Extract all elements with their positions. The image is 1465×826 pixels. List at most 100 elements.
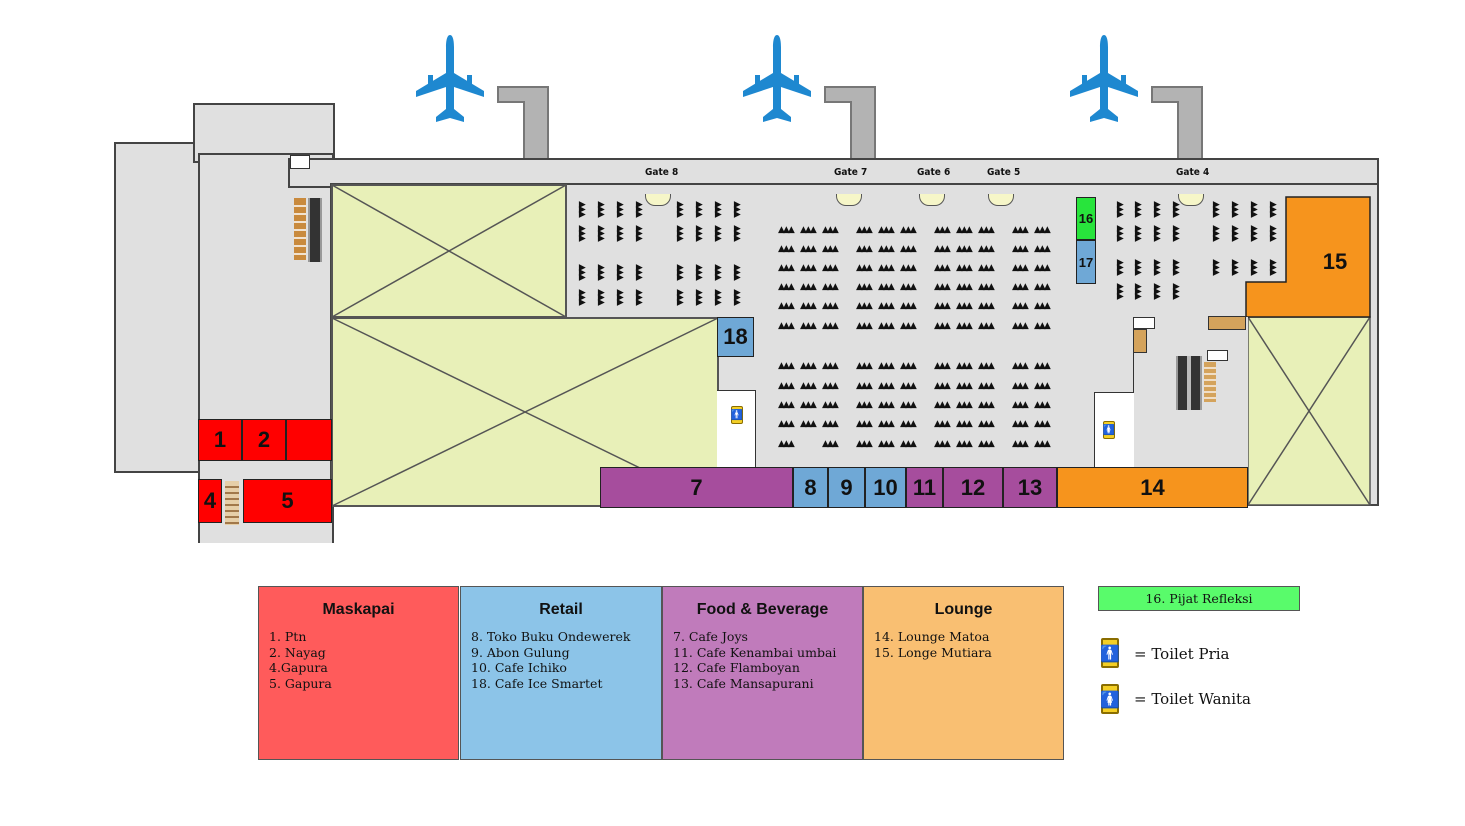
seat-group: ▲▲▲ [1034, 439, 1051, 449]
seat-group: ▲▲▲ [900, 381, 917, 391]
seat-group: ▲▲▲ [878, 439, 895, 449]
seat-group: ▲▲▲ [856, 381, 873, 391]
seat-group: ▲▲▲ [1210, 259, 1221, 274]
seat-group: ▲▲▲ [614, 264, 625, 279]
stairs-icon [1208, 316, 1246, 330]
zone-16[interactable]: 16 [1076, 197, 1096, 240]
seat-group: ▲▲▲ [1132, 201, 1143, 216]
legend-item: 15. Longe Mutiara [874, 644, 992, 660]
seat-group: ▲▲▲ [778, 439, 795, 449]
seat-group: ▲▲▲ [576, 201, 587, 216]
toilet-room-male[interactable] [717, 390, 756, 467]
seat-group: ▲▲▲ [1210, 225, 1221, 240]
legend-item: 13. Cafe Mansapurani [673, 675, 814, 691]
seat-group: ▲▲▲ [731, 264, 742, 279]
seat-group: ▲▲▲ [900, 321, 917, 331]
stairs-icon [1133, 329, 1147, 353]
seat-group: ▲▲▲ [934, 361, 951, 371]
zone-11[interactable]: 11 [906, 467, 943, 508]
seat-group: ▲▲▲ [1012, 381, 1029, 391]
zone-3[interactable] [286, 419, 332, 461]
toilet-male-icon: 🚹 [1100, 638, 1120, 668]
legend-item: 9. Abon Gulung [471, 644, 570, 660]
gate-5-label: Gate 5 [987, 167, 1021, 178]
seat-group: ▲▲▲ [978, 263, 995, 273]
seat-group: ▲▲▲ [1229, 201, 1240, 216]
seat-group: ▲▲▲ [978, 244, 995, 254]
legend-retail: Retail 8. Toko Buku Ondewerek 9. Abon Gu… [460, 586, 662, 760]
legend-item: 2. Nayag [269, 644, 326, 660]
zone-18[interactable]: 18 [717, 317, 754, 357]
seat-group: ▲▲▲ [934, 263, 951, 273]
seat-group: ▲▲▲ [822, 244, 839, 254]
seat-group: ▲▲▲ [934, 225, 951, 235]
zone-13[interactable]: 13 [1003, 467, 1057, 508]
seat-group: ▲▲▲ [1170, 201, 1181, 216]
seat-group: ▲▲▲ [1012, 301, 1029, 311]
seat-group: ▲▲▲ [878, 225, 895, 235]
utility-box [290, 155, 310, 169]
seat-group: ▲▲▲ [978, 361, 995, 371]
airplane-icon [743, 35, 811, 122]
seat-group: ▲▲▲ [712, 289, 723, 304]
seat-group: ▲▲▲ [800, 301, 817, 311]
zone-4[interactable]: 4 [198, 479, 222, 523]
seat-group: ▲▲▲ [1170, 225, 1181, 240]
seat-group: ▲▲▲ [1114, 259, 1125, 274]
legend-title: Lounge [934, 601, 993, 618]
zone-10[interactable]: 10 [865, 467, 906, 508]
seat-group: ▲▲▲ [1034, 419, 1051, 429]
seat-group: ▲▲▲ [1012, 225, 1029, 235]
zone-12[interactable]: 12 [943, 467, 1003, 508]
seat-group: ▲▲▲ [956, 225, 973, 235]
legend-item: 1. Ptn [269, 629, 307, 644]
seat-group: ▲▲▲ [800, 244, 817, 254]
zone-1[interactable]: 1 [198, 419, 242, 461]
seat-group: ▲▲▲ [900, 419, 917, 429]
seat-group: ▲▲▲ [674, 264, 685, 279]
seat-group: ▲▲▲ [878, 400, 895, 410]
seat-group: ▲▲▲ [1012, 361, 1029, 371]
seat-group: ▲▲▲ [978, 282, 995, 292]
zone-5[interactable]: 5 [243, 479, 332, 523]
seat-group: ▲▲▲ [1151, 283, 1162, 298]
legend-title: Maskapai [322, 601, 395, 618]
seat-group: ▲▲▲ [1229, 259, 1240, 274]
seat-group: ▲▲▲ [800, 225, 817, 235]
seat-group: ▲▲▲ [576, 225, 587, 240]
zone-7[interactable]: 7 [600, 467, 793, 508]
seat-group: ▲▲▲ [1012, 439, 1029, 449]
seat-group: ▲▲▲ [633, 201, 644, 216]
zone-2[interactable]: 2 [242, 419, 286, 461]
seat-group: ▲▲▲ [934, 400, 951, 410]
seat-group: ▲▲▲ [1012, 419, 1029, 429]
zone-9[interactable]: 9 [828, 467, 865, 508]
seat-group: ▲▲▲ [856, 361, 873, 371]
legend-toilet-pria: = Toilet Pria [1134, 645, 1230, 663]
zone-8[interactable]: 8 [793, 467, 828, 508]
legend-item: 10. Cafe Ichiko [471, 660, 567, 675]
seat-group: ▲▲▲ [1034, 400, 1051, 410]
zone-15[interactable]: 15 [1322, 249, 1348, 274]
seat-group: ▲▲▲ [900, 400, 917, 410]
seat-group: ▲▲▲ [1210, 201, 1221, 216]
seat-group: ▲▲▲ [900, 301, 917, 311]
zone-14[interactable]: 14 [1057, 467, 1248, 508]
seat-group: ▲▲▲ [576, 264, 587, 279]
legend-item: 7. Cafe Joys [673, 629, 748, 644]
seat-group: ▲▲▲ [1012, 321, 1029, 331]
seat-group: ▲▲▲ [693, 225, 704, 240]
seat-group: ▲▲▲ [1034, 225, 1051, 235]
legend-lounge: Lounge 14. Lounge Matoa 15. Longe Mutiar… [863, 586, 1064, 760]
seat-group: ▲▲▲ [934, 244, 951, 254]
seat-group: ▲▲▲ [934, 419, 951, 429]
seat-group: ▲▲▲ [900, 439, 917, 449]
stairs-icon [225, 481, 239, 525]
seat-group: ▲▲▲ [900, 282, 917, 292]
zone-17[interactable]: 17 [1076, 240, 1096, 284]
seat-group: ▲▲▲ [878, 263, 895, 273]
seat-group: ▲▲▲ [778, 321, 795, 331]
seat-group: ▲▲▲ [731, 289, 742, 304]
gate-7-label: Gate 7 [834, 167, 868, 178]
seat-group: ▲▲▲ [956, 301, 973, 311]
